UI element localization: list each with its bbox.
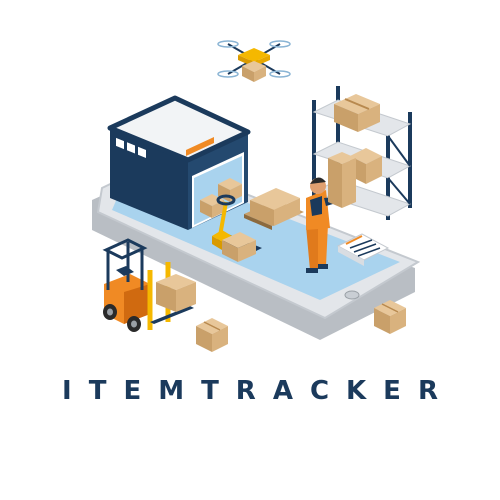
box-icon	[244, 188, 304, 230]
pallet-jack-icon	[212, 194, 262, 262]
worker-icon	[306, 152, 356, 273]
paperwork-icon	[336, 233, 390, 266]
box-icon	[374, 300, 406, 334]
forklift-icon	[102, 238, 196, 332]
drone-icon	[217, 40, 291, 82]
brand-wordmark: ITEMTRACKER	[62, 376, 455, 406]
box-icon	[196, 318, 228, 352]
